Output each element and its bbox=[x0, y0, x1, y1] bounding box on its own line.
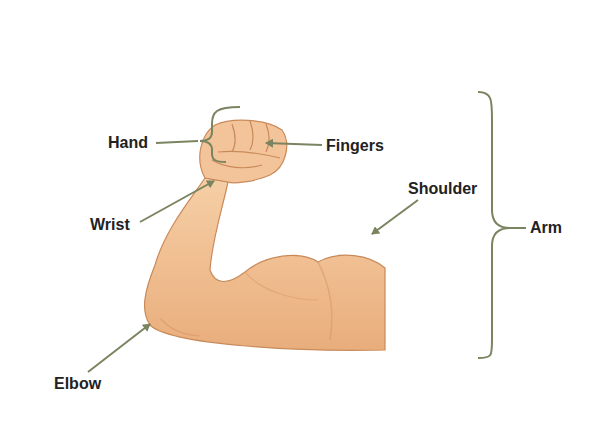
leader-line bbox=[266, 143, 322, 145]
leader-line bbox=[88, 324, 150, 372]
leader-line bbox=[140, 181, 214, 222]
part-label: Hand bbox=[108, 133, 148, 152]
part-label: Shoulder bbox=[408, 179, 477, 198]
leader-line bbox=[510, 227, 526, 229]
part-label: Arm bbox=[530, 218, 562, 237]
arm-shape bbox=[145, 178, 385, 350]
arm-bracket bbox=[478, 92, 510, 358]
hand-bracket bbox=[200, 107, 240, 162]
part-label: Fingers bbox=[326, 136, 384, 155]
leader-line bbox=[372, 200, 418, 234]
leader-line bbox=[156, 141, 198, 143]
part-label: Wrist bbox=[90, 215, 130, 234]
part-label: Elbow bbox=[54, 374, 101, 393]
